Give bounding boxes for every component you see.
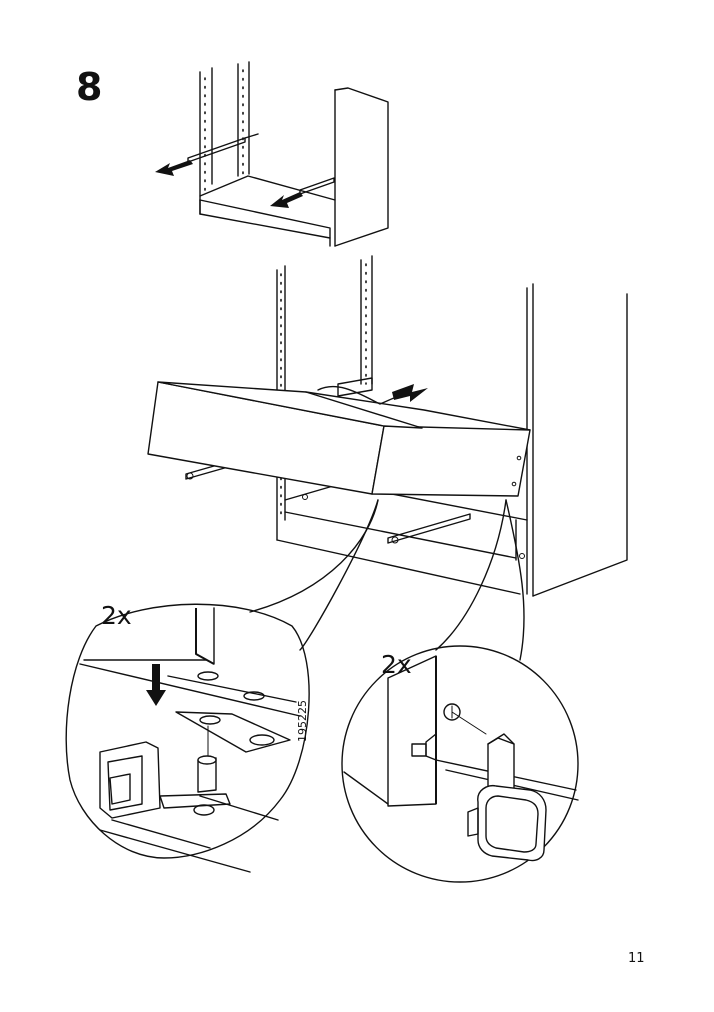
left-detail-quantity: 2x — [101, 601, 132, 630]
page-number: 11 — [628, 951, 645, 966]
right-detail-quantity: 2x — [381, 650, 412, 679]
drawer-notch-hook-detail-icon — [341, 645, 579, 883]
slide-clip-lock-detail-icon — [65, 603, 310, 873]
step-number: 8 — [76, 65, 103, 109]
cabinet-slides-pull-out-icon — [155, 61, 389, 247]
drawer-insert-into-cabinet-icon — [147, 255, 628, 597]
part-number: 195225 — [296, 700, 309, 742]
